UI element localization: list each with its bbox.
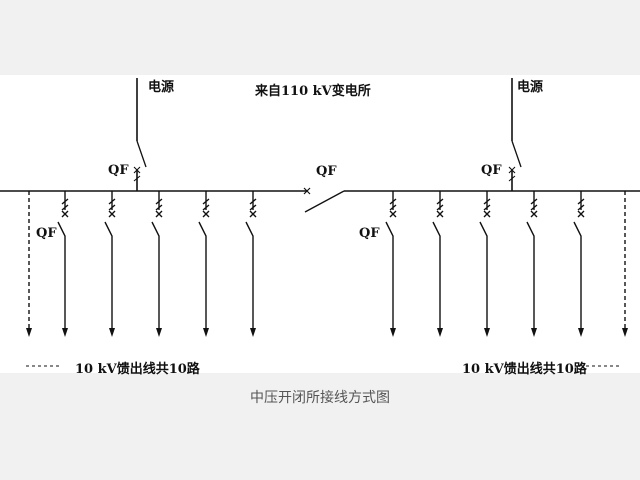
right-source-label: 电源 — [517, 80, 544, 95]
right-incoming-breaker-label: QF — [481, 163, 502, 178]
bus-tie-breaker-label: QF — [316, 164, 337, 179]
incoming-substation-label: 来自110 kV变电所 — [255, 84, 371, 99]
feeder-group — [57, 191, 585, 330]
right-feeder-breaker-label: QF — [359, 226, 380, 241]
left-source-label: 电源 — [148, 80, 175, 95]
left-feeder-breaker-label: QF — [36, 226, 57, 241]
right-feeder-note: 10 kV馈出线共10路 — [462, 362, 587, 377]
left-incoming-breaker-label: QF — [108, 163, 129, 178]
bus-tie-switch — [304, 190, 345, 213]
figure-caption: 中压开闭所接线方式图 — [250, 390, 390, 406]
left-feeder-note: 10 kV馈出线共10路 — [75, 362, 200, 377]
